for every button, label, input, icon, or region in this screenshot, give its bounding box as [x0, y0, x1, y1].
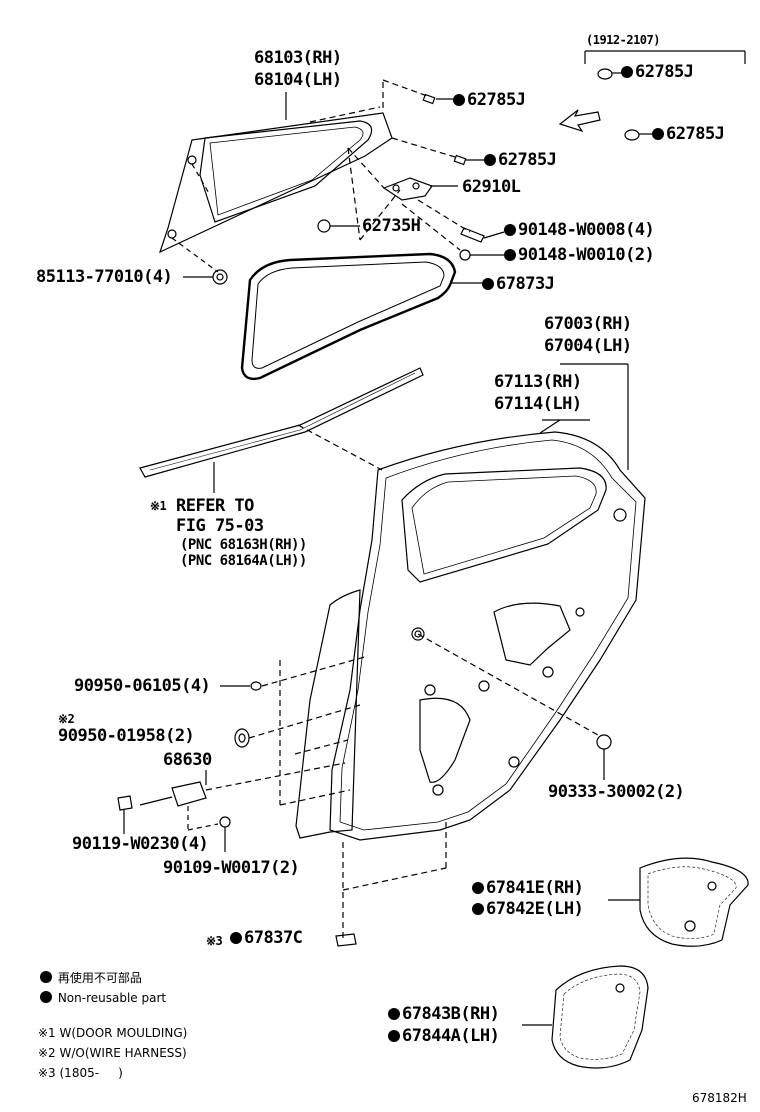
label-67003: 67003(RH)	[544, 314, 632, 334]
label-62785J-c-text: 62785J	[666, 124, 725, 144]
label-67114: 67114(LH)	[494, 394, 582, 414]
non-reusable-dot-icon	[453, 94, 465, 106]
non-reusable-dot-icon	[482, 278, 494, 290]
nut-85113-icon	[183, 269, 228, 285]
clip-62735H-icon	[317, 219, 360, 233]
label-ref-mark: ※1	[150, 499, 167, 513]
label-90950-01958: 90950-01958(2)	[58, 726, 195, 746]
label-67873J: 67873J	[482, 274, 555, 294]
non-reusable-dot-icon	[388, 1008, 400, 1020]
label-85113: 85113-77010(4)	[36, 267, 173, 287]
label-62785J-b-text: 62785J	[467, 90, 526, 110]
non-reusable-dot-icon	[472, 903, 484, 915]
note-1: ※1 W(DOOR MOULDING)	[38, 1026, 188, 1040]
rear-door-shell	[295, 363, 646, 841]
label-67843B: 67843B(RH)	[388, 1004, 500, 1024]
label-62785J-d-text: 62785J	[498, 150, 557, 170]
label-pnc-rh: (PNC 68163H(RH))	[180, 537, 307, 553]
bracket-68630	[117, 762, 346, 852]
label-68104: 68104(LH)	[254, 70, 342, 90]
legend-en: Non-reusable part	[40, 991, 166, 1005]
label-68630: 68630	[163, 750, 212, 770]
label-90148-0008-text: 90148-W0008(4)	[518, 220, 655, 240]
leader-lines	[220, 633, 612, 940]
label-67841E: 67841E(RH)	[472, 878, 584, 898]
non-reusable-dot-icon	[652, 128, 664, 140]
cover-67841E	[608, 857, 749, 947]
weatherstrip-67873J	[240, 252, 482, 381]
label-62785J-a-text: 62785J	[635, 62, 694, 82]
label-67844A: 67844A(LH)	[388, 1026, 500, 1046]
non-reusable-dot-icon	[388, 1030, 400, 1042]
label-67844A-text: 67844A(LH)	[402, 1026, 500, 1046]
note-2: ※2 W/O(WIRE HARNESS)	[38, 1046, 187, 1060]
label-68103: 68103(RH)	[254, 48, 342, 68]
quarter-window-glass	[158, 79, 456, 273]
bracket-62910L	[347, 147, 471, 251]
legend-en-text: Non-reusable part	[57, 991, 167, 1005]
label-note3-mark: ※3	[206, 934, 223, 948]
non-reusable-dot-icon	[504, 224, 516, 236]
label-62785J-a: 62785J	[621, 62, 694, 82]
label-62735H: 62735H	[362, 216, 421, 236]
clip-62785J-icons	[422, 68, 653, 166]
label-refer-to: REFER TO	[176, 496, 254, 516]
label-90333: 90333-30002(2)	[548, 782, 685, 802]
note-3: ※3 (1805- )	[38, 1066, 123, 1080]
label-date-range: (1912-2107)	[586, 33, 660, 47]
label-67841E-text: 67841E(RH)	[486, 878, 584, 898]
label-62785J-c: 62785J	[652, 124, 725, 144]
label-90950-06105: 90950-06105(4)	[74, 676, 211, 696]
clip-67837C-icon	[335, 933, 357, 947]
non-reusable-dot-icon	[40, 991, 52, 1003]
label-67113: 67113(RH)	[494, 372, 582, 392]
label-62910L: 62910L	[462, 177, 521, 197]
non-reusable-dot-icon	[230, 932, 242, 944]
label-67837C: 67837C	[230, 928, 303, 948]
door-moulding-strip	[139, 367, 424, 493]
label-67873J-text: 67873J	[496, 274, 555, 294]
non-reusable-dot-icon	[40, 971, 52, 983]
label-refer-fig: FIG 75-03	[176, 516, 264, 536]
label-67837C-text: 67837C	[244, 928, 303, 948]
label-note2-mark: ※2	[58, 712, 75, 726]
label-67842E: 67842E(LH)	[472, 899, 584, 919]
date-range-bracket	[584, 50, 746, 64]
non-reusable-dot-icon	[621, 66, 633, 78]
label-62785J-b: 62785J	[453, 90, 526, 110]
cover-67843B	[522, 965, 649, 1069]
direction-arrow-icon	[558, 109, 601, 133]
legend-jp-text: 再使用不可部品	[57, 971, 142, 985]
label-90148-0010-text: 90148-W0010(2)	[518, 245, 655, 265]
label-pnc-lh: (PNC 68164A(LH))	[180, 553, 307, 569]
label-67004: 67004(LH)	[544, 336, 632, 356]
label-67842E-text: 67842E(LH)	[486, 899, 584, 919]
label-90148-0008: 90148-W0008(4)	[504, 220, 655, 240]
non-reusable-dot-icon	[484, 154, 496, 166]
label-67843B-text: 67843B(RH)	[402, 1004, 500, 1024]
diagram-code: 678182H	[692, 1091, 747, 1105]
legend-jp: 再使用不可部品	[40, 971, 142, 985]
label-90148-0010: 90148-W0010(2)	[504, 245, 655, 265]
label-90119: 90119-W0230(4)	[72, 834, 209, 854]
screw-90148-icons	[459, 227, 505, 261]
label-62785J-d: 62785J	[484, 150, 557, 170]
label-90109: 90109-W0017(2)	[163, 858, 300, 878]
non-reusable-dot-icon	[472, 882, 484, 894]
non-reusable-dot-icon	[504, 249, 516, 261]
